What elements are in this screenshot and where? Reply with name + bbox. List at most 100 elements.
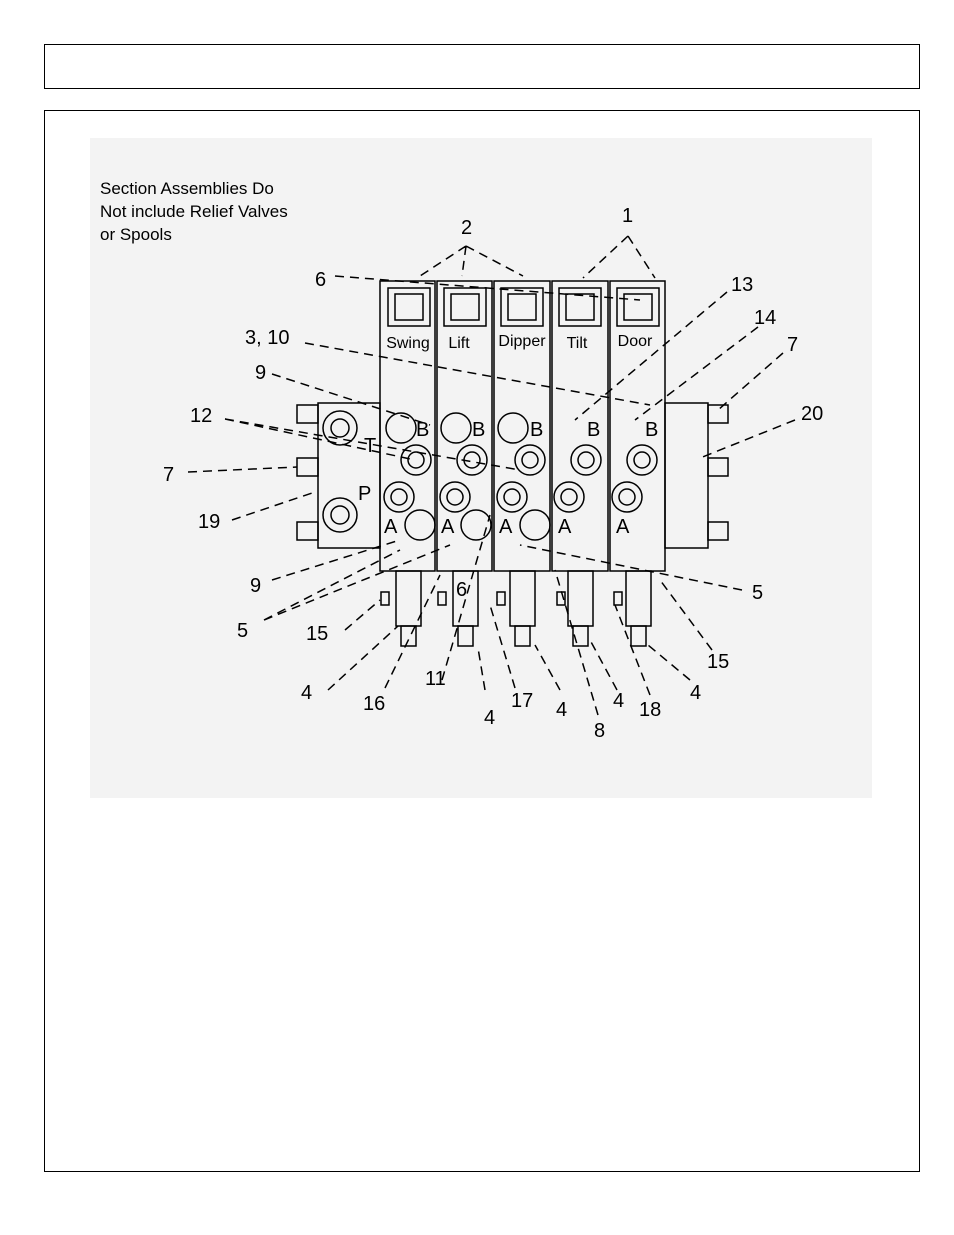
callout-label: 4 xyxy=(613,690,624,712)
callout-label: 15 xyxy=(707,651,729,673)
spool-housing xyxy=(625,570,652,627)
handle-inner xyxy=(507,293,537,321)
fitting xyxy=(400,444,432,476)
spool-end xyxy=(457,625,474,647)
port-plug-a xyxy=(519,509,551,541)
callout-label: 5 xyxy=(237,620,248,642)
section-label-swing: Swing xyxy=(386,335,430,352)
valve-body xyxy=(296,280,729,647)
port-plug-a xyxy=(460,509,492,541)
callout-label: 19 xyxy=(198,511,220,533)
bolt xyxy=(296,404,319,424)
port-plug-b xyxy=(440,412,472,444)
spool-housing xyxy=(567,570,594,627)
handle-box xyxy=(558,287,602,327)
callout-label: 4 xyxy=(301,682,312,704)
spool-housing xyxy=(509,570,536,627)
callout-label: 1 xyxy=(622,205,633,227)
content-box xyxy=(44,110,920,1172)
port-plug-a xyxy=(404,509,436,541)
screw xyxy=(613,591,623,606)
callout-label: 4 xyxy=(556,699,567,721)
fitting xyxy=(611,481,643,513)
handle-inner xyxy=(450,293,480,321)
callout-label: 9 xyxy=(250,575,261,597)
port-a-label: A xyxy=(441,516,455,538)
handle-box xyxy=(443,287,487,327)
handle-inner xyxy=(623,293,653,321)
port-p-label: P xyxy=(358,483,371,505)
callout-label: 8 xyxy=(594,720,605,742)
port-t-label: T xyxy=(364,435,376,457)
callout-label: 6 xyxy=(315,269,326,291)
bolt xyxy=(707,457,729,477)
fitting xyxy=(496,481,528,513)
callout-label: 4 xyxy=(690,682,701,704)
callout-label: 7 xyxy=(787,334,798,356)
handle-box xyxy=(500,287,544,327)
bolt xyxy=(707,404,729,424)
port-b-label: B xyxy=(530,419,543,441)
port-plug-b xyxy=(385,412,417,444)
section-label-tilt: Tilt xyxy=(567,335,588,352)
note-line-1: Section Assemblies Do xyxy=(100,179,274,198)
handle-inner xyxy=(394,293,424,321)
section-label-lift: Lift xyxy=(448,335,470,352)
callout-label: 14 xyxy=(754,307,776,329)
leader-lines xyxy=(187,235,796,716)
callout-label: 18 xyxy=(639,699,661,721)
callout-label: 3, 10 xyxy=(245,327,289,349)
port-b-label: B xyxy=(416,419,429,441)
port-a-label: A xyxy=(616,516,630,538)
spool-end xyxy=(514,625,531,647)
diagram-background xyxy=(90,138,872,798)
section-label-door: Door xyxy=(618,333,653,350)
callout-label: 13 xyxy=(731,274,753,296)
handle-box xyxy=(616,287,660,327)
callout-label: 5 xyxy=(752,582,763,604)
callout-label: 4 xyxy=(484,707,495,729)
spool-housing xyxy=(395,570,422,627)
outlet-plate xyxy=(664,402,709,549)
section-label-dipper: Dipper xyxy=(498,333,546,350)
fitting xyxy=(553,481,585,513)
spool-end xyxy=(400,625,417,647)
handle-box xyxy=(387,287,431,327)
bolt xyxy=(296,521,319,541)
port-a-label: A xyxy=(499,516,513,538)
inlet-fitting-p xyxy=(322,497,358,533)
port-a-label: A xyxy=(384,516,398,538)
port-plug-b xyxy=(497,412,529,444)
bolt xyxy=(296,457,319,477)
screw xyxy=(380,591,390,606)
note-line-2: Not include Relief Valves xyxy=(100,202,288,221)
handle-inner xyxy=(565,293,595,321)
spool-end xyxy=(630,625,647,647)
note-line-3: or Spools xyxy=(100,225,172,244)
fitting xyxy=(383,481,415,513)
callout-label: 17 xyxy=(511,690,533,712)
port-b-label: B xyxy=(472,419,485,441)
screw xyxy=(437,591,447,606)
fitting xyxy=(514,444,546,476)
spool-end xyxy=(572,625,589,647)
port-b-label: B xyxy=(587,419,600,441)
inlet-fitting-t xyxy=(322,410,358,446)
callout-label: 6 xyxy=(456,579,467,601)
callout-label: 20 xyxy=(801,403,823,425)
fitting xyxy=(570,444,602,476)
callout-label: 15 xyxy=(306,623,328,645)
callout-label: 11 xyxy=(425,668,446,690)
callout-label: 2 xyxy=(461,217,472,239)
header-box xyxy=(44,44,920,89)
port-b-label: B xyxy=(645,419,658,441)
callout-label: 9 xyxy=(255,362,266,384)
fitting xyxy=(439,481,471,513)
callout-label: 16 xyxy=(363,693,385,715)
fitting xyxy=(626,444,658,476)
callout-label: 7 xyxy=(163,464,174,486)
screw xyxy=(496,591,506,606)
fitting xyxy=(456,444,488,476)
bolt xyxy=(707,521,729,541)
